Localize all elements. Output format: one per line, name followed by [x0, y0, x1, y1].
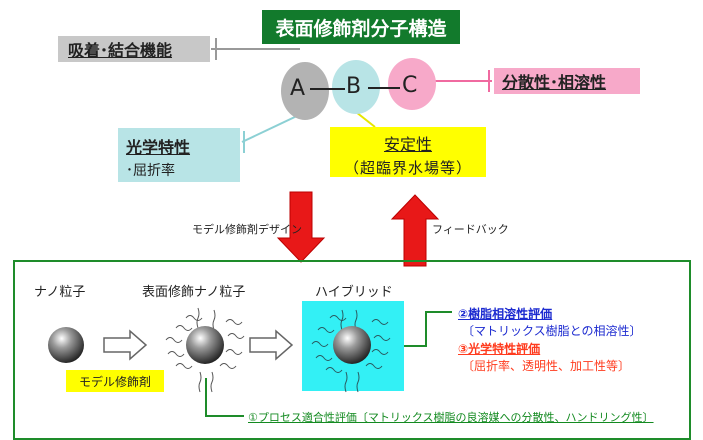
refractive-index-label: ･屈折率 [126, 163, 175, 179]
supercritical-water-label: （超臨界水場等） [343, 159, 472, 177]
red-arrows [276, 191, 440, 267]
dispersibility-function-box: 分散性･相溶性 [494, 68, 640, 94]
feedback-arrow-label: フィードバック [432, 223, 509, 236]
segment-a-circle [281, 62, 329, 120]
eval3-title: ③光学特性評価 [458, 342, 541, 356]
stability-label: 安定性 [383, 135, 432, 154]
eval-connector-lower [205, 378, 244, 417]
optical-label: 光学特性 [126, 138, 191, 157]
modified-nanoparticle-label: 表面修飾ナノ粒子 [142, 285, 246, 300]
segment-a-label: A [290, 76, 306, 101]
adsorption-function-box: 吸着･結合機能 [58, 36, 210, 62]
hybrid-particle [333, 326, 371, 364]
hollow-arrow-2 [249, 329, 294, 361]
segment-c-circle [388, 58, 436, 110]
segment-bonds [310, 87, 400, 90]
eval1-process: ①プロセス適合性評価〔マトリックス樹脂の良溶媒への分散性、ハンドリング性〕 [248, 411, 654, 424]
design-down-arrow [276, 191, 326, 263]
eval-connector-upper [404, 311, 452, 347]
stability-function-box: 安定性 （超臨界水場等） [330, 127, 486, 177]
modified-nanoparticle [186, 326, 224, 364]
nanoparticle-label: ナノ粒子 [34, 285, 86, 300]
segment-c-label: C [402, 73, 418, 98]
bare-nanoparticle [48, 327, 84, 363]
eval2-detail: 〔マトリックス樹脂との相溶性〕 [462, 324, 642, 338]
structure-title: 表面修飾剤分子構造 [262, 10, 460, 44]
design-arrow-label: モデル修飾剤デザイン [192, 223, 302, 236]
eval2-title: ②樹脂相溶性評価 [458, 307, 553, 321]
hybrid-label: ハイブリッド [315, 285, 393, 300]
optical-function-box: 光学特性 ･屈折率 [118, 128, 240, 182]
eval3-detail: 〔屈折率、透明性、加工性等〕 [462, 359, 631, 373]
hybrid-particle-ligands [311, 309, 391, 393]
segment-b-label: B [346, 74, 362, 99]
feedback-up-arrow [390, 194, 440, 267]
hollow-arrow-1 [103, 329, 148, 361]
model-modifier-label: モデル修飾剤 [66, 370, 164, 392]
modified-nanoparticle-ligands [165, 307, 245, 393]
